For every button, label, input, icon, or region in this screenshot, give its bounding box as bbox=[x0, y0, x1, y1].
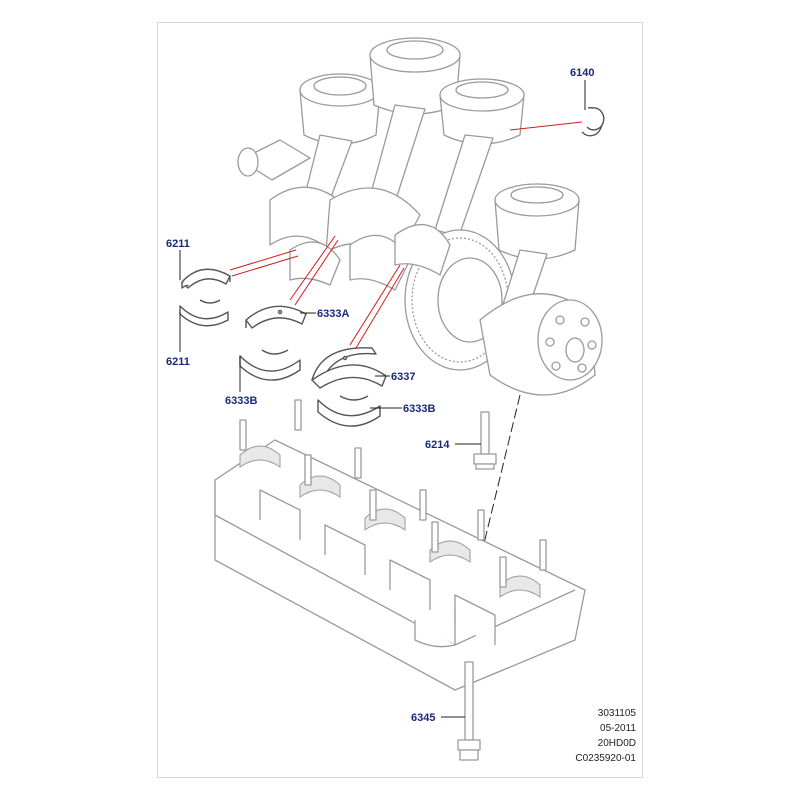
callout-6211-top: 6211 bbox=[166, 238, 190, 250]
callout-6337: 6337 bbox=[391, 371, 415, 383]
bearing-6333B-right bbox=[317, 395, 381, 427]
callout-6333B-left: 6333B bbox=[225, 395, 257, 407]
leader-6333B-red bbox=[294, 239, 339, 306]
bolt-6214 bbox=[473, 411, 497, 470]
main-bearing-bedplate bbox=[214, 399, 586, 691]
callout-6333B-right: 6333B bbox=[403, 403, 435, 415]
snap-ring bbox=[581, 107, 605, 137]
thrust-washer-6337 bbox=[311, 347, 387, 389]
leader-6140-red bbox=[509, 121, 583, 131]
bearing-6333A bbox=[245, 305, 307, 329]
leader-6337-red-b bbox=[355, 267, 405, 349]
callout-6211-bottom: 6211 bbox=[166, 356, 190, 368]
reference-code-line-3: 20HD0D bbox=[597, 738, 636, 749]
engine-crank-assembly bbox=[237, 37, 603, 396]
bearing-6211-upper bbox=[181, 268, 231, 289]
leader-6337-red-a bbox=[349, 264, 401, 346]
callout-6140: 6140 bbox=[570, 67, 594, 79]
illustration-id: C0235920-01 bbox=[575, 753, 636, 764]
reference-code-line-1: 3031105 bbox=[597, 708, 636, 719]
alignment-line bbox=[479, 394, 521, 561]
callout-6333A: 6333A bbox=[317, 308, 349, 320]
callout-6214: 6214 bbox=[425, 439, 450, 451]
crankshaft-flange bbox=[479, 293, 603, 396]
leader-6333A-red bbox=[289, 235, 336, 301]
callout-6345: 6345 bbox=[411, 712, 435, 724]
piston-3 bbox=[434, 78, 525, 237]
bolt-6345 bbox=[457, 661, 481, 761]
leader-lines bbox=[179, 80, 586, 718]
leader-6211-red-a bbox=[229, 249, 297, 271]
bearing-6211-lower bbox=[179, 299, 229, 327]
bearing-6333B-left bbox=[239, 349, 301, 381]
piston-2 bbox=[325, 37, 461, 261]
callouts: 6140 6211 6211 6333A 6333B 6337 6333B 62… bbox=[166, 67, 594, 724]
leader-6211-red-b bbox=[231, 255, 299, 277]
reference-date-line: 05-2011 bbox=[600, 723, 636, 734]
